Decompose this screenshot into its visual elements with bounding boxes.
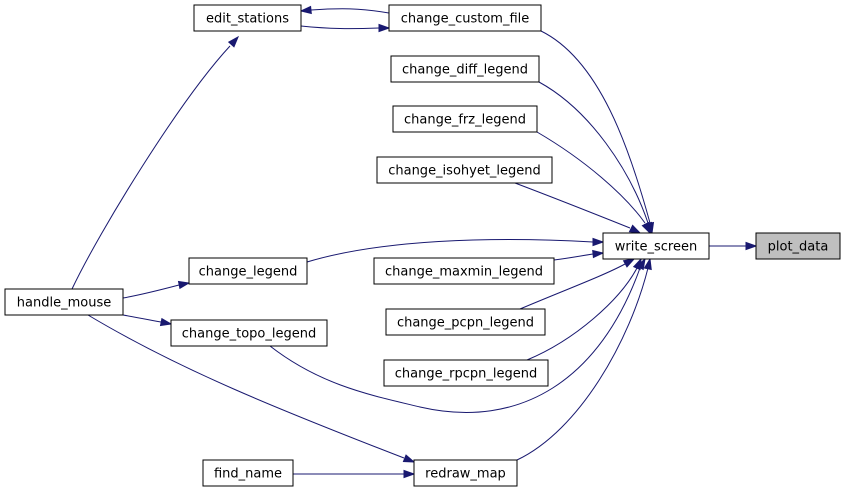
node-box bbox=[4, 288, 124, 316]
edge-line bbox=[87, 314, 405, 459]
node-change-maxmin-legend[interactable]: change_maxmin_legend bbox=[373, 257, 555, 285]
edge-edit_stations-to-change_custom_file bbox=[300, 23, 391, 33]
edge-line bbox=[71, 45, 231, 290]
edge-handle_mouse-to-change_legend bbox=[122, 280, 191, 299]
edge-line bbox=[300, 25, 380, 30]
edge-line bbox=[540, 30, 651, 224]
node-box bbox=[602, 232, 710, 260]
node-label: change_custom_file bbox=[401, 12, 530, 27]
node-label: edit_stations bbox=[206, 12, 289, 27]
edge-change_maxmin_legend-to-write_screen bbox=[553, 249, 605, 261]
node-box bbox=[202, 459, 294, 487]
edge-find_name-to-redraw_map bbox=[293, 469, 416, 479]
node-write-screen[interactable]: write_screen bbox=[602, 232, 710, 260]
edge-handle_mouse-to-redraw_map bbox=[87, 314, 416, 463]
arrow-head-icon bbox=[745, 241, 758, 251]
arrow-head-icon bbox=[592, 249, 605, 259]
node-change-rpcpn-legend[interactable]: change_rpcpn_legend bbox=[383, 359, 549, 387]
arrow-head-icon bbox=[403, 469, 416, 479]
node-label: redraw_map bbox=[425, 467, 506, 482]
edge-line bbox=[538, 81, 649, 224]
node-change-frz-legend[interactable]: change_frz_legend bbox=[392, 105, 538, 133]
edge-line bbox=[306, 238, 594, 263]
arrow-head-icon bbox=[643, 257, 652, 271]
edge-line bbox=[122, 284, 180, 299]
node-label: change_legend bbox=[199, 265, 298, 280]
node-label: handle_mouse bbox=[17, 296, 111, 311]
edge-write_screen-to-plot_data bbox=[709, 241, 758, 251]
node-label: change_pcpn_legend bbox=[397, 316, 534, 331]
edge-line bbox=[516, 267, 649, 461]
node-box bbox=[392, 105, 538, 133]
node-box bbox=[170, 319, 328, 347]
node-label: change_maxmin_legend bbox=[385, 265, 543, 280]
node-box bbox=[188, 257, 308, 285]
node-redraw-map[interactable]: redraw_map bbox=[413, 459, 518, 487]
node-label: plot_data bbox=[768, 240, 829, 255]
node-change-legend[interactable]: change_legend bbox=[188, 257, 308, 285]
edge-line bbox=[310, 8, 390, 14]
node-change-isohyet-legend[interactable]: change_isohyet_legend bbox=[376, 156, 553, 184]
arrow-head-icon bbox=[636, 257, 646, 271]
node-change-custom-file[interactable]: change_custom_file bbox=[388, 4, 542, 32]
edge-change_isohyet_legend-to-write_screen bbox=[514, 182, 642, 234]
edges-layer bbox=[71, 5, 758, 479]
edge-line bbox=[526, 267, 638, 361]
edge-line bbox=[553, 253, 594, 261]
node-change-pcpn-legend[interactable]: change_pcpn_legend bbox=[385, 308, 546, 336]
node-box bbox=[376, 156, 553, 184]
node-handle-mouse[interactable]: handle_mouse bbox=[4, 288, 124, 316]
edge-change_topo_legend-to-write_screen bbox=[269, 257, 646, 413]
node-box bbox=[193, 4, 302, 32]
edge-line bbox=[519, 263, 626, 310]
edge-change_pcpn_legend-to-write_screen bbox=[519, 258, 636, 310]
node-label: change_diff_legend bbox=[402, 63, 528, 78]
nodes-layer: edit_stations change_custom_file change_di… bbox=[4, 4, 841, 487]
edge-change_custom_file-to-edit_stations bbox=[299, 5, 390, 15]
node-plot-data[interactable]: plot_data bbox=[755, 232, 841, 260]
edge-handle_mouse-to-edit_stations bbox=[71, 35, 240, 290]
arrow-head-icon bbox=[177, 280, 191, 290]
arrow-head-icon bbox=[227, 35, 240, 48]
arrow-head-icon bbox=[641, 221, 651, 235]
node-box bbox=[755, 232, 841, 260]
node-box bbox=[385, 308, 546, 336]
node-label: write_screen bbox=[615, 240, 697, 255]
node-label: find_name bbox=[214, 467, 282, 482]
node-label: change_isohyet_legend bbox=[388, 164, 541, 179]
edge-redraw_map-to-write_screen bbox=[516, 257, 652, 461]
arrow-head-icon bbox=[378, 23, 391, 33]
arrow-head-icon bbox=[159, 317, 173, 327]
node-find-name[interactable]: find_name bbox=[202, 459, 294, 487]
node-label: change_topo_legend bbox=[182, 327, 316, 342]
node-change-topo-legend[interactable]: change_topo_legend bbox=[170, 319, 328, 347]
node-box bbox=[390, 55, 540, 83]
edge-change_legend-to-write_screen bbox=[306, 237, 605, 263]
node-label: change_rpcpn_legend bbox=[395, 367, 537, 382]
node-box bbox=[373, 257, 555, 285]
edge-line bbox=[122, 314, 162, 323]
arrow-head-icon bbox=[622, 258, 636, 268]
node-change-diff-legend[interactable]: change_diff_legend bbox=[390, 55, 540, 83]
edge-line bbox=[269, 267, 641, 413]
arrow-head-icon bbox=[592, 237, 605, 247]
node-edit-stations[interactable]: edit_stations bbox=[193, 4, 302, 32]
node-label: change_frz_legend bbox=[404, 113, 526, 128]
node-box bbox=[383, 359, 549, 387]
node-box bbox=[413, 459, 518, 487]
node-box bbox=[388, 4, 542, 32]
edge-line bbox=[514, 182, 631, 229]
arrow-head-icon bbox=[628, 224, 642, 234]
arrow-head-icon bbox=[299, 5, 312, 15]
edge-handle_mouse-to-change_topo_legend bbox=[122, 314, 173, 327]
arrow-head-icon bbox=[402, 454, 416, 463]
edge-line bbox=[536, 131, 646, 224]
edge-change_frz_legend-to-write_screen bbox=[536, 131, 651, 235]
